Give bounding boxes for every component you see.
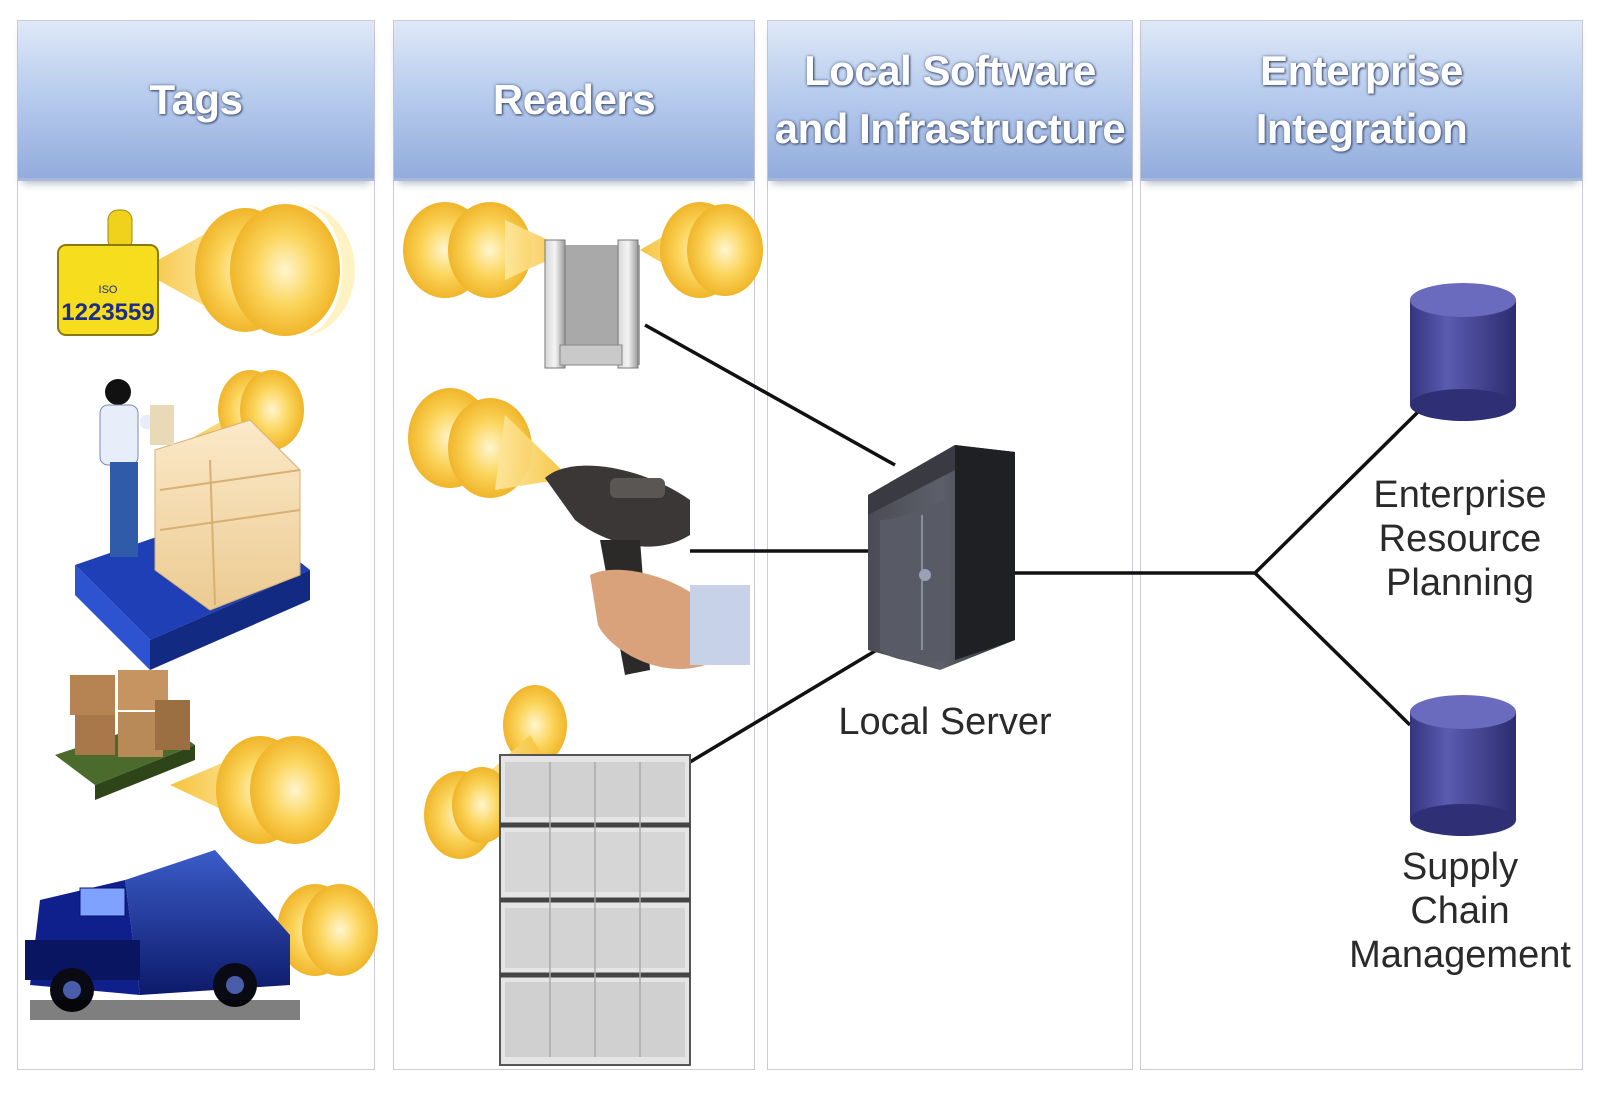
tag-signal-wave <box>140 204 355 336</box>
enterprise-integration-column: Enterprise Integration <box>1140 20 1583 1070</box>
scm-label-line3: Management <box>1349 934 1571 976</box>
ear-tag-label-1: ISO <box>99 284 118 296</box>
scm-branch-link <box>1253 571 1412 727</box>
readers-title: Readers <box>492 75 656 123</box>
ear-tag-label-2: 1223559 <box>61 299 154 326</box>
tags-header: Tags <box>18 21 374 181</box>
portal-reader-icon <box>544 239 640 369</box>
portal-reader-link <box>644 323 896 467</box>
local-server-label: Local Server <box>838 701 1052 743</box>
shelf-reader-link <box>684 643 886 767</box>
connector-lines <box>644 323 1422 767</box>
handheld-scanner-icon <box>545 465 750 675</box>
portal-reader-signal-left <box>403 202 570 298</box>
scm-label-line1: Supply <box>1401 846 1519 888</box>
local-software-header: Local Software and Infrastructure <box>768 21 1132 181</box>
worker-pallet-icon <box>75 379 310 670</box>
portal-reader-signal-right <box>640 202 763 298</box>
shelf-reader-icon <box>499 754 691 1066</box>
local-server-icon <box>868 445 1015 670</box>
boxes-signal-wave <box>170 736 340 844</box>
scm-label: Supply Chain Management <box>1330 845 1590 977</box>
truck-icon <box>25 850 300 1020</box>
erp-label-line1: Enterprise <box>1373 474 1547 516</box>
tags-title: Tags <box>149 75 243 123</box>
box-pallet-icon <box>55 670 195 800</box>
enterprise-title-line2: Integration <box>1255 104 1468 152</box>
scm-label-line2: Chain <box>1410 890 1510 932</box>
erp-branch-link <box>1253 408 1422 575</box>
shelf-reader-signal <box>424 685 567 859</box>
erp-database-icon <box>1410 283 1516 421</box>
scm-database-icon <box>1410 695 1516 836</box>
truck-signal-wave <box>270 884 378 976</box>
local-software-title-line1: Local Software <box>804 46 1096 94</box>
enterprise-integration-header: Enterprise Integration <box>1141 21 1582 181</box>
handheld-reader-signal <box>408 388 570 498</box>
local-software-title-line2: and Infrastructure <box>774 104 1126 152</box>
erp-label: Enterprise Resource Planning <box>1340 473 1580 605</box>
enterprise-title-line1: Enterprise <box>1260 46 1463 94</box>
ear-tag-icon: ISO 1223559 <box>57 209 159 336</box>
erp-label-line2: Resource <box>1378 518 1542 560</box>
erp-label-line3: Planning <box>1386 562 1534 604</box>
readers-header: Readers <box>394 21 754 181</box>
